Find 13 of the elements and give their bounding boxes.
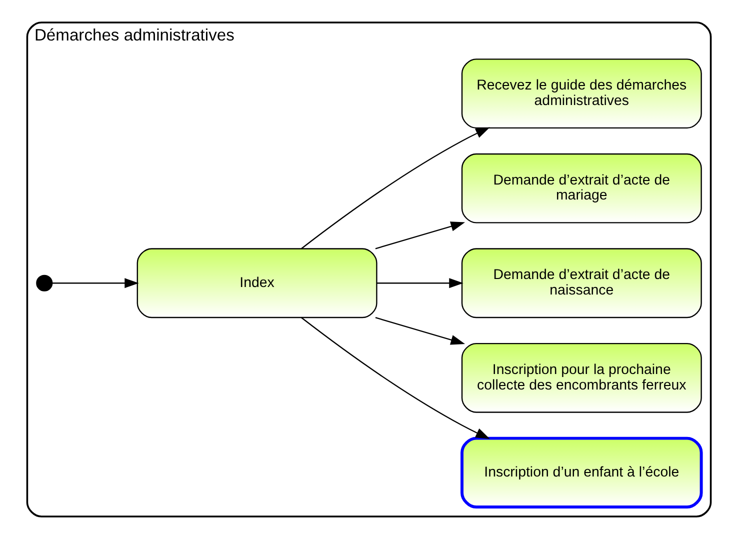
node-box: Index [136, 248, 377, 318]
node-circle [36, 274, 52, 292]
node-box: Demande d’extrait d’acte de mariage [460, 153, 702, 224]
arrow [374, 317, 465, 345]
arrow [300, 317, 490, 440]
node-box: Inscription pour la prochaine collecte des encombrants ferreux [460, 342, 702, 413]
node-box: Inscription d’un enfant à l’école [460, 436, 702, 508]
arrow [52, 278, 138, 288]
arrow [376, 278, 463, 288]
arrow [300, 127, 490, 250]
node-box: Demande d’extrait d’acte de naissance [460, 248, 702, 318]
node-box: Recevez le guide des démarches administratives [460, 58, 702, 129]
arrow [374, 222, 465, 250]
